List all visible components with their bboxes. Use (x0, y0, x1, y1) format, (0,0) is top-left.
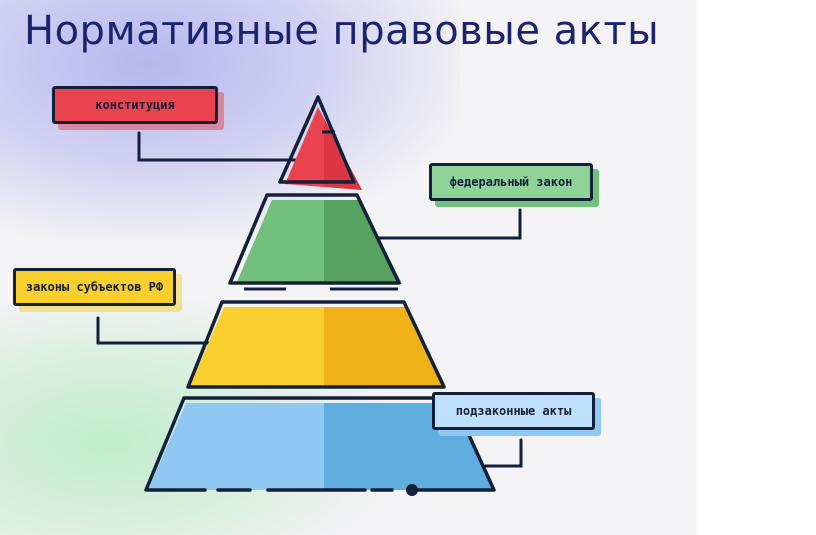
pyramid-tier-constitution (278, 95, 362, 190)
connector-constitution (137, 131, 317, 162)
label-regional-laws: законы субъектов РФ (13, 268, 176, 306)
label-federal-law: федеральный закон (429, 163, 593, 201)
pyramid-tier-federal-law (228, 193, 402, 291)
connector-federal-law (343, 208, 522, 240)
pyramid-tier-regional-laws (186, 300, 446, 389)
hierarchy-pyramid (96, 95, 523, 496)
label-bylaws: подзаконные акты (432, 392, 595, 430)
page-title: Нормативные правовые акты (24, 8, 660, 54)
label-constitution: конституция (52, 86, 218, 124)
